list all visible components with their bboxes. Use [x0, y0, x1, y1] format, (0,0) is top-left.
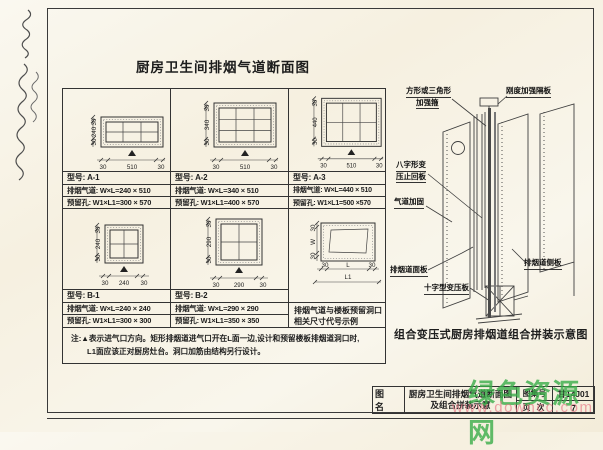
section-diagram-a1: 30 240 30 30 510 30	[63, 89, 171, 172]
hole-size-a1: 预留孔: W1×L1=300 × 570	[63, 197, 171, 209]
hole-size-a2: 预留孔: W1×L1=400 × 570	[171, 197, 289, 209]
hole-size-a3: 预留孔: W1×L1=500 ×570	[289, 197, 385, 209]
label-reinforce-hoop: 方形或三角形 加强箍	[406, 86, 451, 109]
svg-text:30: 30	[95, 226, 102, 233]
svg-text:240: 240	[118, 280, 129, 287]
intake-direction-icon	[127, 149, 136, 156]
title-block: 图 名 厨房卫生间排烟气道断面图 及组合拼装示意 图集号 甘14J01 页 次 …	[372, 386, 595, 414]
svg-text:30: 30	[206, 220, 213, 227]
section-diagram-a2: 30 340 30 30 510 30	[171, 89, 289, 172]
duct-size-a2: 排烟气道: W×L=340 × 510	[171, 184, 289, 197]
model-label-a2: 型号: A-2	[171, 172, 289, 185]
intake-direction-icon	[347, 148, 356, 155]
title-block-name-label: 图 名	[373, 387, 405, 413]
model-label-a1: 型号: A-1	[63, 172, 171, 185]
label-stiffener-plate: 刚度加强隔板	[506, 86, 551, 98]
table-note: 注:▲表示进气口方向。矩形排烟道进气口开在L面一边,设计和预留楼板排烟道洞口时,…	[63, 328, 385, 364]
hole-size-b2: 预留孔: W1×L1=350 × 350	[171, 315, 289, 328]
label-duct-reinforce: 气道加固	[394, 197, 424, 209]
duct-size-b2: 排烟气道: W×L=290 × 290	[171, 302, 289, 315]
svg-text:290: 290	[206, 236, 213, 247]
duct-cross-section-a1: 30 240 30 30 510 30	[90, 114, 165, 171]
legend-text-cell: 排烟气道与楼板预留洞口 相关尺寸代号示例	[289, 303, 385, 328]
svg-text:30: 30	[204, 138, 211, 145]
svg-text:440: 440	[313, 116, 319, 127]
frame-bottom-double-line	[47, 418, 595, 419]
intake-direction-icon	[240, 149, 249, 156]
note-line1: 注:▲表示进气口方向。矩形排烟道进气口开在L面一边,设计和预留楼板排烟道洞口时,	[71, 333, 360, 343]
svg-text:30: 30	[310, 252, 317, 259]
intake-direction-icon	[119, 265, 128, 272]
watermark-url: www.downcc.com	[452, 399, 594, 416]
svg-text:30: 30	[206, 256, 213, 263]
svg-text:240: 240	[91, 126, 98, 137]
duct-size-a1: 排烟气道: W×L=240 × 510	[63, 184, 171, 197]
duct-cross-section-a2: 30 340 30 30 510 30	[203, 100, 278, 171]
svg-text:290: 290	[233, 282, 244, 289]
drawing-name: 厨房卫生间排烟气道断面图 及组合拼装示意	[405, 387, 517, 413]
assembly-caption: 组合变压式厨房排烟道组合拼装示意图	[394, 329, 588, 341]
section-diagram-b1: 30 240 30 30 240 30	[63, 209, 171, 290]
page-no-label: 页 次	[517, 401, 553, 414]
model-label-a3: 型号: A-3	[289, 172, 385, 185]
hole-size-b1: 预留孔: W1×L1=300 × 300	[63, 315, 171, 328]
note-line2: L1面应该正对厨房灶台。洞口加筋由结构另行设计。	[87, 346, 266, 356]
section-diagram-b2: 30 290 30 30 290 30	[171, 209, 289, 290]
svg-text:30: 30	[376, 163, 383, 169]
label-check-plate: 八字形变 压止回板	[396, 160, 426, 183]
legend-line1: 排烟气道与楼板预留洞口	[294, 305, 382, 315]
svg-text:30: 30	[140, 280, 147, 287]
dimension-code-diagram: 30 W 30 30 L 30 L1	[289, 209, 385, 303]
svg-text:30: 30	[157, 164, 164, 171]
legend-line2: 相关尺寸代号示例	[294, 317, 358, 326]
svg-text:510: 510	[126, 164, 137, 171]
svg-text:30: 30	[322, 262, 329, 269]
svg-text:30: 30	[212, 282, 219, 289]
svg-text:30: 30	[204, 104, 211, 111]
drawing-frame	[47, 8, 594, 413]
svg-text:30: 30	[101, 280, 108, 287]
spec-table: 30 240 30 30 510 30 30 340 30 30 510 30	[62, 88, 386, 364]
svg-text:W: W	[310, 239, 317, 245]
duct-size-a3: 排烟气道: W×L=440 × 510	[289, 185, 385, 197]
svg-text:510: 510	[239, 164, 250, 171]
label-side-panel: 排烟道侧板	[524, 258, 562, 270]
svg-text:30: 30	[313, 137, 319, 144]
model-label-b1: 型号: B-1	[63, 290, 171, 303]
svg-text:30: 30	[313, 99, 319, 106]
duct-size-b1: 排烟气道: W×L=240 × 240	[63, 302, 171, 315]
drawing-name-line1: 厨房卫生间排烟气道断面图	[408, 389, 513, 399]
label-cross-plate: 十字型变压板	[424, 283, 469, 295]
svg-text:510: 510	[346, 163, 357, 169]
svg-text:340: 340	[204, 119, 211, 130]
page-no-value: 7	[571, 402, 576, 413]
label-face-panel: 排烟道面板	[390, 265, 428, 277]
svg-text:30: 30	[95, 254, 102, 261]
model-label-b2: 型号: B-2	[171, 290, 289, 303]
svg-text:L1: L1	[345, 274, 352, 281]
svg-text:30: 30	[310, 224, 317, 231]
drawing-name-line2: 及组合拼装示意	[430, 400, 491, 410]
section-diagram-a3: 30 440 30 30 510 30	[289, 89, 385, 172]
duct-cross-section-b1: 30 240 30 30 240 30	[94, 222, 149, 287]
atlas-no-value: 甘14J01	[553, 387, 594, 401]
svg-text:30: 30	[320, 163, 327, 169]
svg-text:240: 240	[95, 238, 102, 249]
page-title: 厨房卫生间排烟气道断面图	[136, 60, 310, 75]
svg-text:30: 30	[99, 164, 106, 171]
intake-direction-icon	[234, 266, 243, 273]
svg-text:30: 30	[212, 164, 219, 171]
svg-text:30: 30	[369, 262, 376, 269]
svg-text:30: 30	[91, 118, 98, 125]
dimension-code-example: 30 W 30 30 L 30 L1	[310, 220, 382, 285]
duct-cross-section-b2: 30 290 30 30 290 30	[205, 216, 268, 289]
svg-text:30: 30	[91, 138, 98, 145]
duct-cross-section-a3: 30 440 30 30 510 30	[311, 95, 384, 169]
handwritten-annotation	[15, 9, 39, 181]
svg-text:30: 30	[259, 282, 266, 289]
atlas-no-label: 图集号	[517, 387, 553, 401]
svg-text:30: 30	[270, 164, 277, 171]
svg-text:L: L	[346, 262, 350, 269]
